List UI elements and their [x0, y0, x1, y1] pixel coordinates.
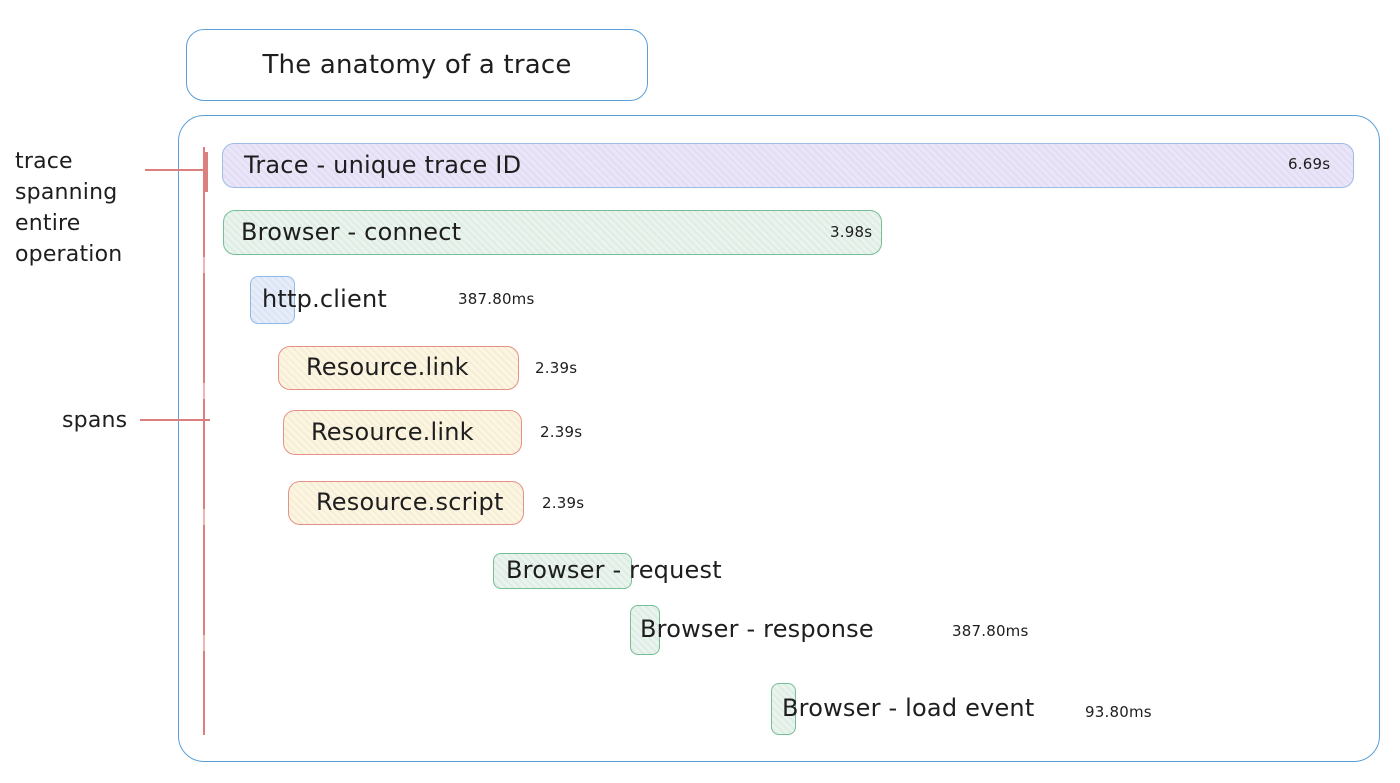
trace-annotation-tick: [205, 152, 208, 192]
trace-annotation-note: trace spanning entire operation: [15, 149, 123, 267]
span-label-browser-connect: Browser - connect: [241, 217, 462, 246]
span-bar-browser-load-event: [771, 683, 796, 735]
span-duration-trace: 6.69s: [1288, 155, 1331, 173]
spans-annotation-note: spans: [62, 408, 128, 433]
span-label-resource-script: Resource.script: [316, 488, 504, 516]
spans-annotation-line: [140, 419, 210, 421]
span-label-resource-link-1: Resource.link: [306, 353, 469, 381]
span-label-browser-request: Browser - request: [506, 556, 722, 584]
spans-guide-line: [203, 147, 205, 735]
diagram-title-box: The anatomy of a trace: [186, 29, 648, 101]
span-bar-browser-response: [630, 605, 660, 655]
span-duration-resource-script: 2.39s: [542, 494, 585, 512]
span-label-browser-load-event: Browser - load event: [782, 694, 1035, 722]
span-label-browser-response: Browser - response: [640, 615, 874, 643]
trace-annotation-line: [145, 169, 207, 171]
span-bar-trace: [222, 143, 1354, 188]
span-bar-http-client: [250, 276, 295, 324]
span-duration-resource-link-1: 2.39s: [535, 359, 578, 377]
span-label-http-client: http.client: [262, 285, 388, 313]
diagram-title: The anatomy of a trace: [262, 50, 572, 80]
span-duration-browser-connect: 3.98s: [830, 223, 873, 241]
span-duration-browser-load-event: 93.80ms: [1085, 703, 1152, 721]
span-duration-resource-link-2: 2.39s: [540, 423, 583, 441]
span-label-resource-link-2: Resource.link: [311, 417, 474, 446]
span-label-trace: Trace - unique trace ID: [244, 150, 522, 179]
span-bar-resource-script: [288, 481, 524, 525]
span-bar-resource-link-1: [278, 346, 519, 390]
span-duration-http-client: 387.80ms: [458, 290, 535, 308]
span-duration-browser-response: 387.80ms: [952, 622, 1029, 640]
span-bar-resource-link-2: [283, 410, 522, 455]
span-bar-browser-request: [493, 553, 632, 589]
span-bar-browser-connect: [223, 210, 882, 255]
